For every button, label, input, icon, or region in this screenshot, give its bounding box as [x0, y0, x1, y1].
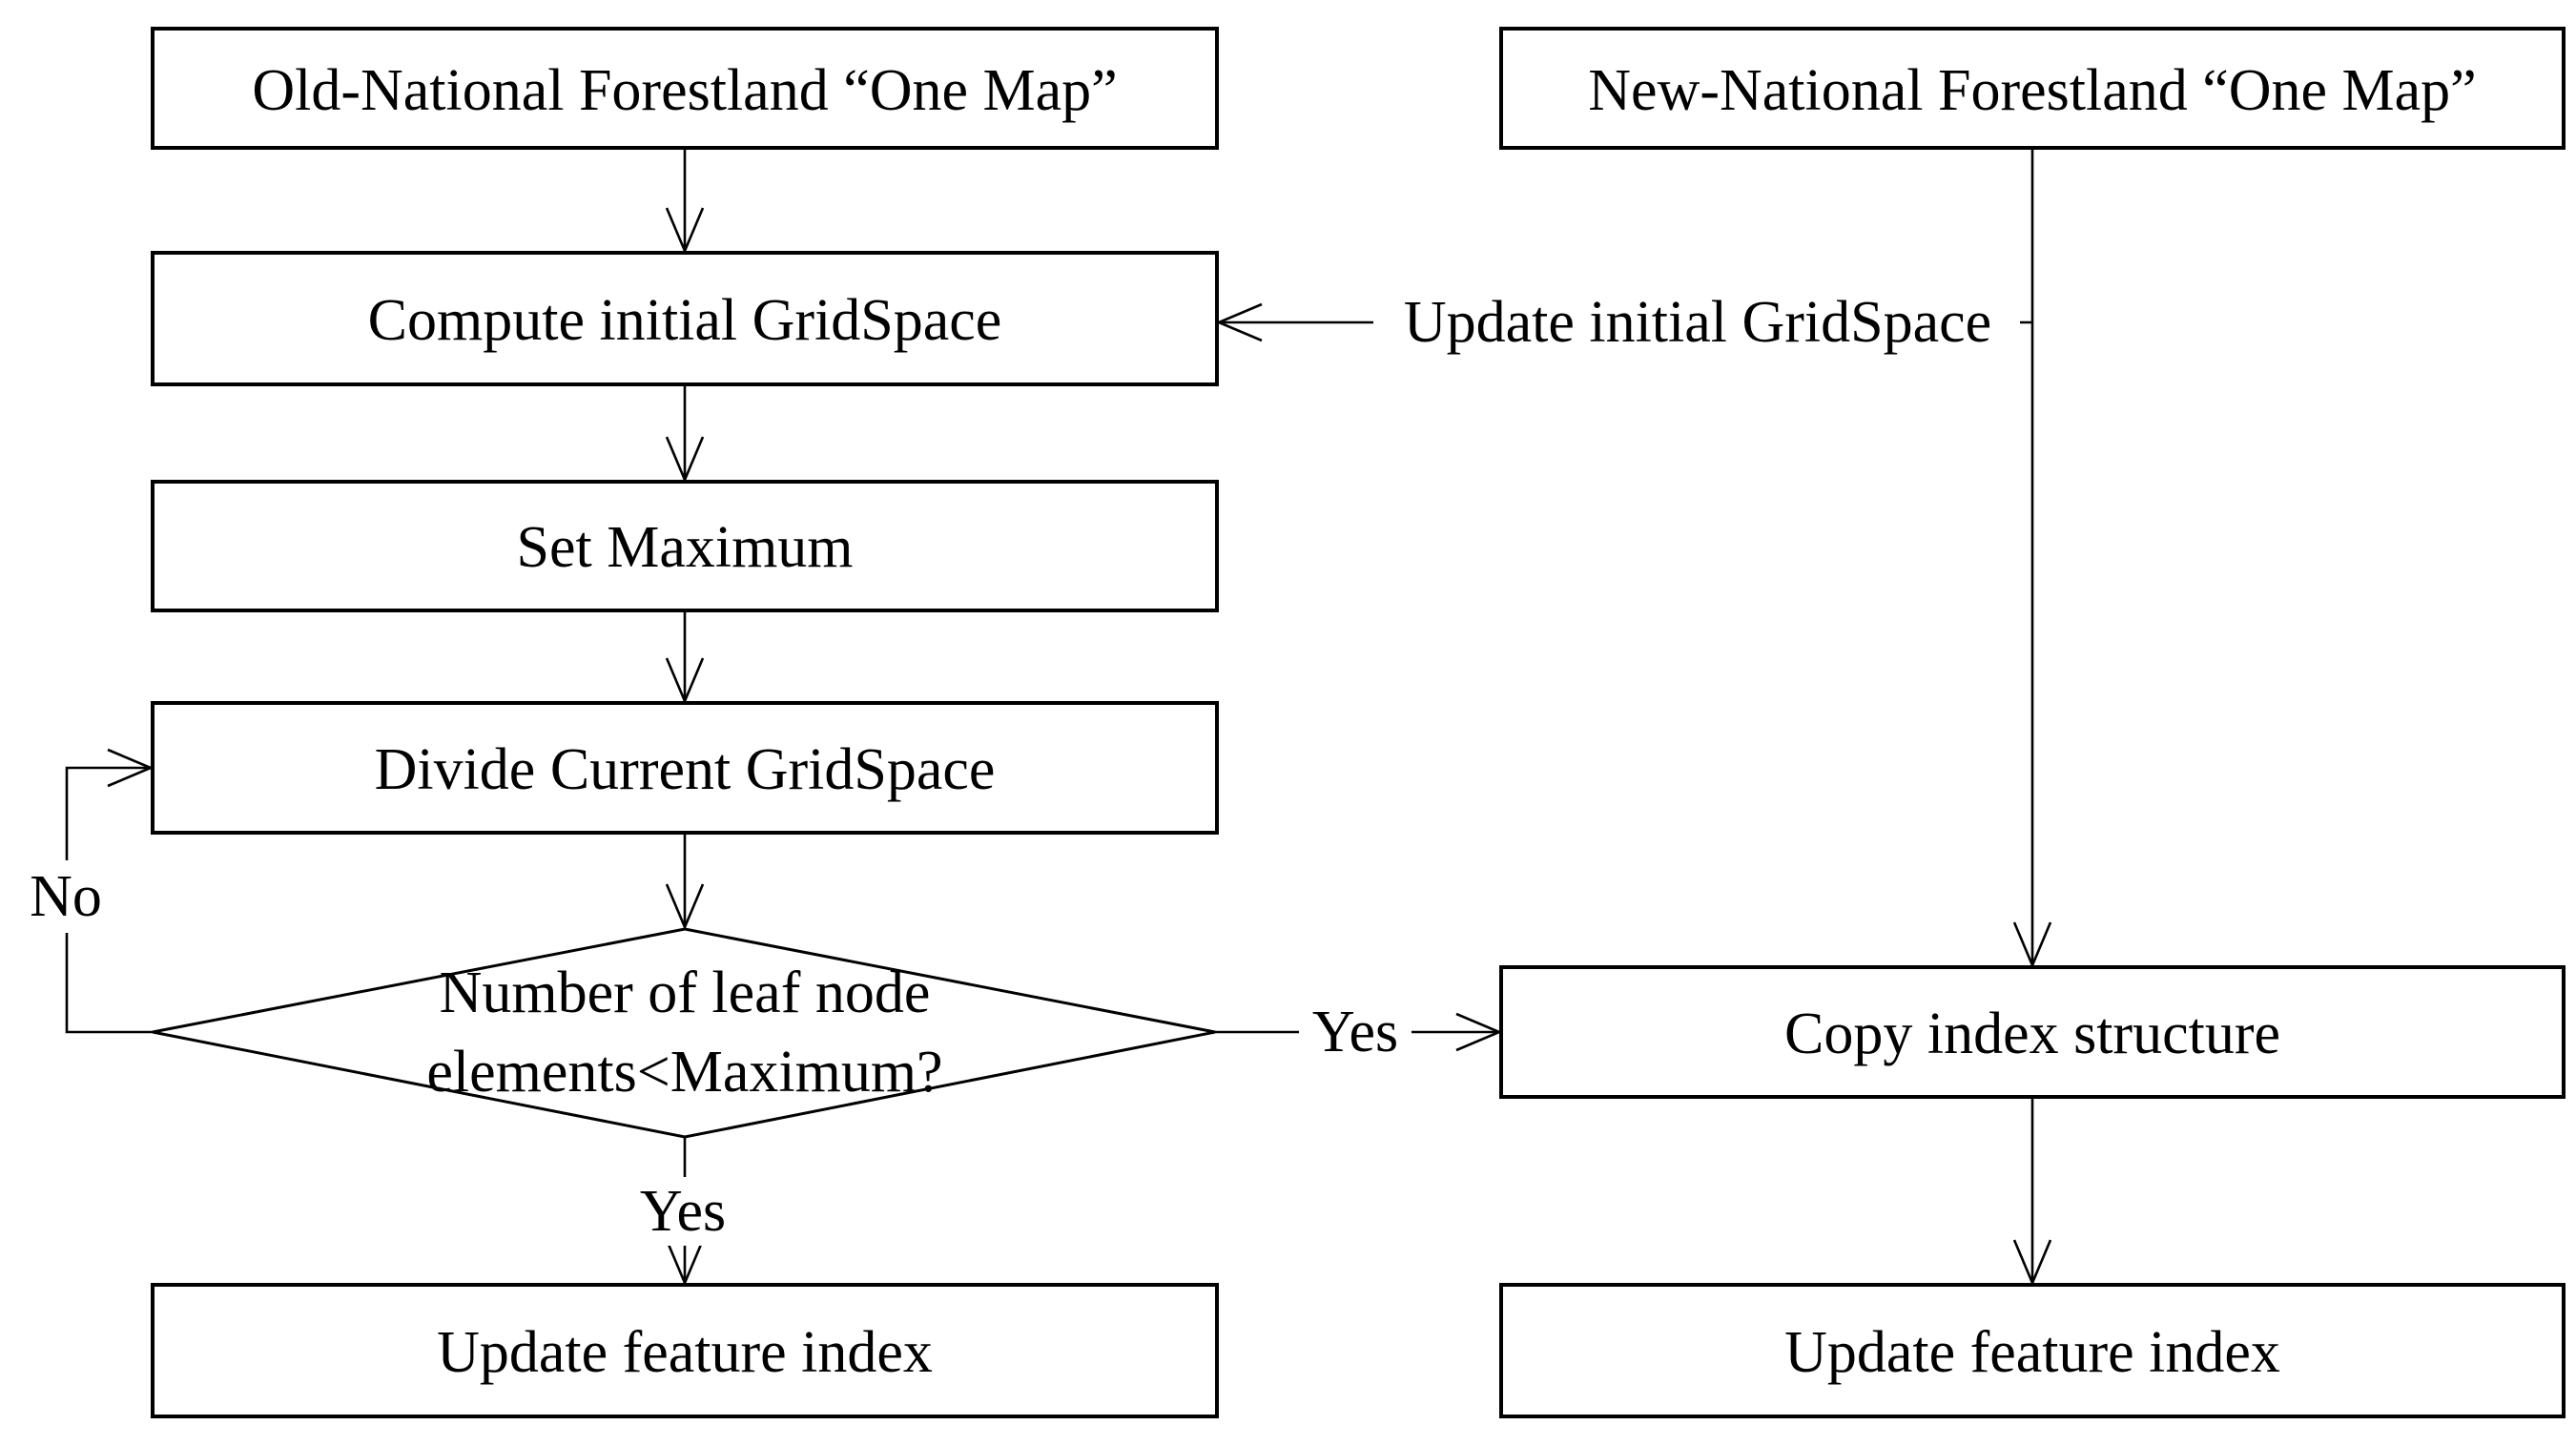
edge-label-no-loop: No: [30, 864, 102, 929]
edge-label-yes-to-copy: Yes: [1312, 1000, 1398, 1064]
node-set-maximum: [151, 480, 1219, 612]
node-new-national-forestland: [1499, 27, 2566, 150]
edge-label-bg: [1373, 287, 2020, 358]
node-update-feature-index-left-label: Update feature index: [437, 1320, 933, 1385]
decision-label-line2: elements<Maximum?: [426, 1040, 942, 1105]
node-decision-diamond: [152, 927, 1216, 1139]
node-old-national-forestland-label: Old-National Forestland “One Map”: [252, 58, 1117, 123]
node-update-feature-index-right: [1499, 1283, 2566, 1418]
node-new-national-forestland-label: New-National Forestland “One Map”: [1588, 58, 2476, 123]
node-compute-initial-gridspace-label: Compute initial GridSpace: [368, 288, 1002, 353]
decision-label-line1: Number of leaf node: [440, 961, 931, 1025]
edge-label-bg: [622, 1177, 746, 1246]
edge-label-bg: [1299, 998, 1412, 1066]
edge-label-yes-to-update: Yes: [640, 1179, 726, 1244]
node-divide-current-gridspace: [151, 701, 1219, 835]
node-update-feature-index-right-label: Update feature index: [1784, 1320, 2280, 1385]
node-update-feature-index-left: [151, 1283, 1219, 1418]
node-divide-current-gridspace-label: Divide Current GridSpace: [375, 737, 996, 802]
edge-label-bg: [11, 860, 122, 933]
node-set-maximum-label: Set Maximum: [516, 515, 853, 580]
arrowhead-down-icon: [665, 883, 705, 931]
edge-label-update-initial-gridspace: Update initial GridSpace: [1404, 290, 1991, 355]
node-copy-index-structure-label: Copy index structure: [1784, 1002, 2280, 1066]
node-old-national-forestland: [151, 27, 1219, 150]
node-compute-initial-gridspace: [151, 251, 1219, 386]
node-copy-index-structure: [1499, 965, 2566, 1099]
